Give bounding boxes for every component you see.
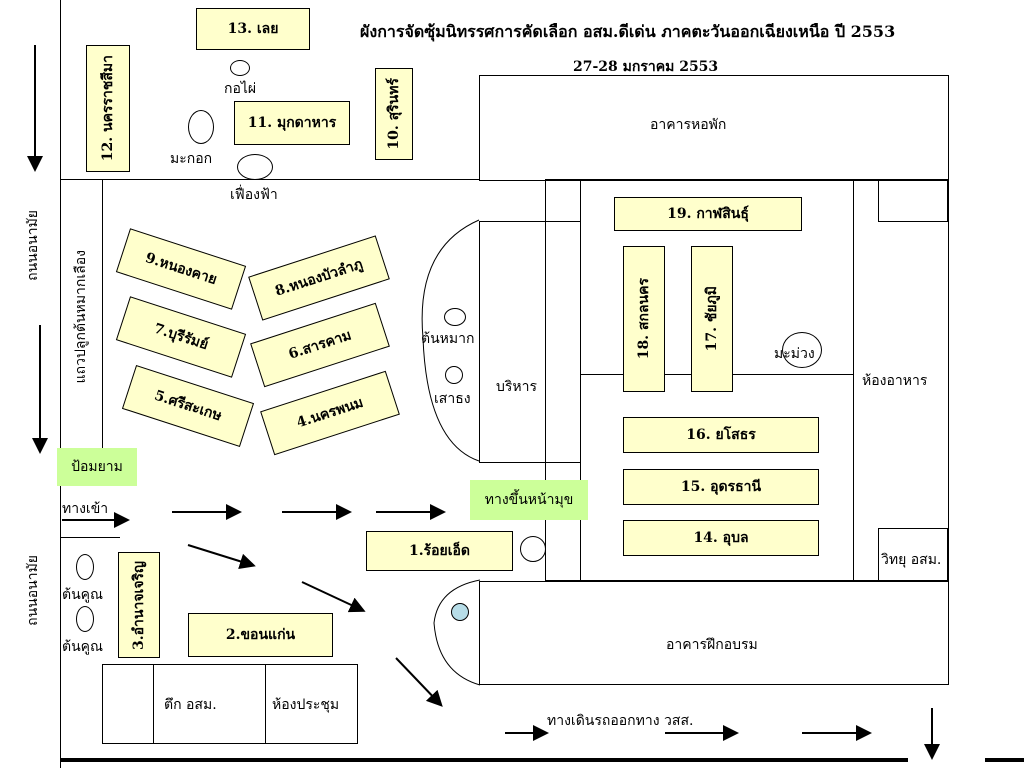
- booth-2: 2.ขอนแก่น: [188, 613, 333, 657]
- osm-building: [102, 664, 358, 744]
- pond: [451, 603, 469, 621]
- makok-label: มะกอก: [170, 151, 213, 167]
- page-date: 27-28 มกราคม 2553: [573, 59, 719, 75]
- admin-label: บริหาร: [496, 379, 538, 395]
- booth-13: 13. เลย: [196, 8, 310, 50]
- mango-label: มะม่วง: [774, 346, 815, 362]
- booth-18: 18. สกลนคร: [623, 246, 665, 392]
- canteen-label: ห้องอาหาร: [862, 373, 928, 389]
- front-tree: [520, 536, 546, 562]
- guard-house: ป้อมยาม: [57, 448, 137, 486]
- khun-tree-1: [76, 554, 94, 580]
- booth-10: 10. สุรินทร์: [375, 68, 413, 160]
- compound-left-section-line: [60, 537, 120, 538]
- arrow-diag-1: [187, 544, 256, 570]
- makok-tree: [188, 110, 214, 144]
- entrance-label: ทางเข้า: [62, 501, 109, 517]
- canteen-divider: [853, 179, 854, 581]
- khun-label-2: ต้นคูณ: [62, 639, 104, 655]
- booth-1: 1.ร้อยเอ็ด: [366, 531, 513, 571]
- booth-19: 19. กาฬสินธุ์: [614, 197, 802, 231]
- front-way-label: ทางขึ้นหน้ามุข: [470, 480, 588, 520]
- osm-divider-a: [153, 664, 154, 744]
- makham-tree: [444, 308, 466, 326]
- booth-17: 17. ชัยภูมิ: [691, 246, 733, 392]
- training-front-curve: [433, 579, 481, 686]
- fueangfa-label: เฟื่องฟ้า: [230, 187, 278, 203]
- makham-label: ต้นหมาก: [421, 331, 475, 347]
- osm-building-label: ตึก อสม.: [164, 697, 217, 713]
- dorm-label: อาคารหอพัก: [650, 117, 727, 133]
- exit-way-label: ทางเดินรถออกทาง วสส.: [547, 713, 694, 729]
- booth-14: 14. อุบล: [623, 520, 819, 556]
- compound-top-line: [60, 179, 480, 180]
- booth-12: 12. นครราชสีมา: [86, 45, 130, 172]
- meeting-room-label: ห้องประชุม: [272, 697, 340, 713]
- training-label: อาคารฝึกอบรม: [666, 637, 758, 653]
- booth-11: 11. มุกดาหาร: [234, 101, 350, 145]
- road-left-edge: [60, 0, 61, 768]
- osm-divider-b: [265, 664, 266, 744]
- booth-16: 16. ยโสธร: [623, 417, 819, 453]
- flagpole-label: เสาธง: [434, 391, 471, 407]
- arrow-diag-2: [301, 581, 366, 613]
- admin-front-curve: [421, 219, 480, 462]
- training-building: อาคารฝึกอบรม: [479, 581, 949, 685]
- bamboo-tree: [230, 60, 250, 76]
- corner-box-b: [878, 179, 948, 222]
- arrow-diag-3: [395, 657, 443, 707]
- central-complex: [545, 179, 949, 581]
- corner-box-a: [545, 179, 581, 222]
- khun-tree-2: [76, 606, 94, 632]
- page-title: ผังการจัดซุ้มนิทรรศการคัดเลือก อสม.ดีเด่…: [360, 22, 896, 41]
- booth-3: 3.อำนาจเจริญ: [118, 552, 160, 658]
- central-inner-vline: [580, 179, 581, 581]
- dorm-building: อาคารหอพัก: [479, 75, 949, 181]
- fueangfa-tree: [237, 154, 273, 180]
- bottom-road-line-right: [985, 758, 1024, 762]
- bottom-road-line: [60, 758, 908, 762]
- betel-row-line: [102, 179, 103, 449]
- mango-tree: [782, 332, 822, 368]
- khun-label-1: ต้นคูณ: [62, 587, 104, 603]
- bamboo-label: กอไผ่: [224, 81, 257, 97]
- flagpole: [445, 366, 463, 384]
- booth-15: 15. อุดรธานี: [623, 469, 819, 505]
- radio-label: วิทยุ อสม.: [881, 552, 942, 568]
